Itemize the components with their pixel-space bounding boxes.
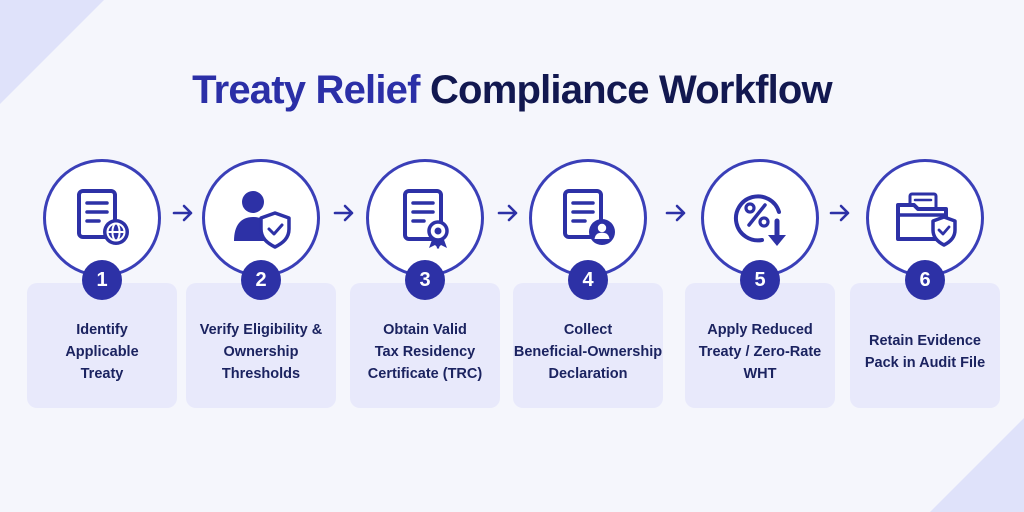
- step-label: Apply Reduced Treaty / Zero-Rate WHT: [698, 322, 822, 382]
- step-card: [350, 283, 500, 408]
- step-card: [186, 283, 336, 408]
- document-person-icon: [563, 189, 615, 245]
- step-icon-circle: [529, 159, 647, 277]
- step-card: [685, 283, 835, 408]
- title-accent: Treaty Relief: [192, 68, 420, 112]
- step-icon-circle: [701, 159, 819, 277]
- arrow-right-icon: [665, 204, 686, 222]
- title-rest: Compliance Workflow: [429, 68, 833, 112]
- step-number-badge: 3: [405, 260, 445, 300]
- arrow-right-icon: [497, 204, 518, 222]
- arrow-right-icon: [172, 204, 193, 222]
- step-icon-circle: [43, 159, 161, 277]
- step-6: Retain Evidence Pack in Audit File 6: [850, 0, 1000, 512]
- step-4: Collect Beneficial-Ownership Declaration…: [513, 0, 663, 512]
- step-icon-circle: [202, 159, 320, 277]
- step-card: [27, 283, 177, 408]
- step-number-badge: 2: [241, 260, 281, 300]
- step-1: Identify Applicable Treaty 1: [27, 0, 177, 512]
- step-label: Obtain Valid Tax Residency Certificate (…: [367, 322, 483, 382]
- certificate-icon: [403, 189, 449, 249]
- arrow-right-icon: [333, 204, 354, 222]
- corner-decoration-top-left: [0, 0, 104, 104]
- percent-down-icon: [733, 194, 786, 246]
- corner-decoration-bottom-right: [930, 418, 1024, 512]
- step-5: Apply Reduced Treaty / Zero-Rate WHT 5: [685, 0, 835, 512]
- step-label: Verify Eligibility & Ownership Threshold…: [199, 322, 323, 382]
- step-3: Obtain Valid Tax Residency Certificate (…: [350, 0, 500, 512]
- step-card: [513, 283, 663, 408]
- folder-shield-icon: [896, 192, 957, 247]
- arrow-right-icon: [829, 204, 850, 222]
- step-number-badge: 1: [82, 260, 122, 300]
- document-globe-icon: [77, 189, 129, 245]
- step-card: [850, 283, 1000, 408]
- step-label: Retain Evidence Pack in Audit File: [864, 333, 986, 371]
- step-icon-circle: [366, 159, 484, 277]
- step-number-badge: 5: [740, 260, 780, 300]
- step-number-badge: 4: [568, 260, 608, 300]
- step-2: Verify Eligibility & Ownership Threshold…: [186, 0, 336, 512]
- page-title: Treaty Relief Compliance Workflow: [0, 66, 1024, 114]
- step-label: Identify Applicable Treaty: [65, 322, 139, 382]
- step-number-badge: 6: [905, 260, 945, 300]
- step-label: Collect Beneficial-Ownership Declaration: [513, 322, 663, 382]
- person-shield-icon: [234, 191, 291, 249]
